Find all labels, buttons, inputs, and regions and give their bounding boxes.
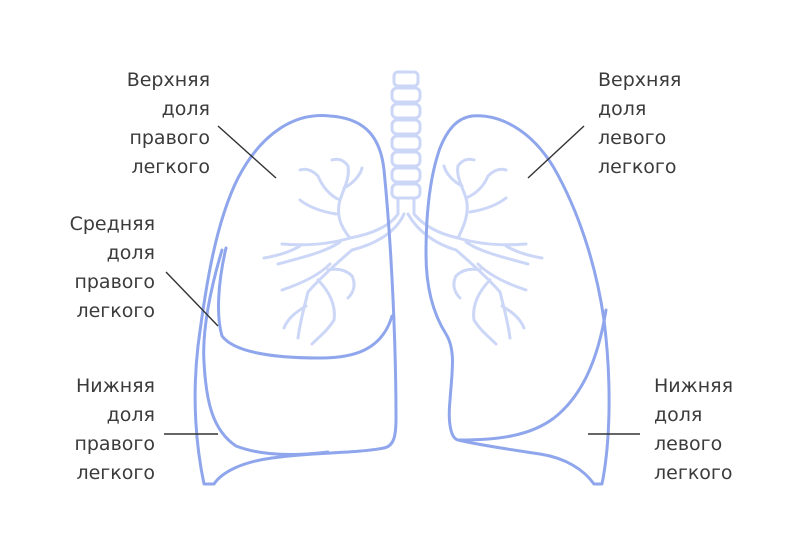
label-left-lower-lobe: Нижняя доля левого легкого: [654, 375, 734, 484]
trachea-ring: [390, 102, 422, 120]
leader-left-upper: [527, 125, 585, 179]
left-main-bronchus: [412, 196, 460, 240]
bronchial-tree: [262, 157, 544, 346]
trachea-ring: [390, 150, 422, 168]
leader-lines: [164, 125, 640, 435]
right-lung-outline: [193, 114, 398, 486]
trachea-ring: [390, 166, 422, 184]
trachea-ring: [390, 134, 422, 152]
label-right-lower-lobe: Нижняя доля правого легкого: [74, 375, 155, 484]
label-left-upper-lobe: Верхняя доля левого легкого: [598, 69, 682, 178]
trachea: [390, 70, 422, 200]
trachea-ring: [390, 86, 422, 104]
label-right-middle-lobe: Средняя доля правого легкого: [69, 213, 155, 322]
right-oblique-fissure: [217, 246, 394, 360]
leader-right-middle: [165, 271, 219, 327]
trachea-ring: [390, 182, 422, 200]
leader-right-upper: [217, 125, 277, 179]
right-upper-branches: [298, 157, 364, 240]
trachea-ring: [392, 70, 420, 88]
left-main-bronchus-lower-edge: [406, 212, 458, 252]
right-lower-branches: [262, 236, 356, 346]
left-upper-branches: [442, 157, 508, 240]
label-right-upper-lobe: Верхняя доля правого легкого: [126, 69, 210, 178]
left-lower-branches: [452, 236, 544, 346]
right-main-bronchus-lower-edge: [350, 212, 406, 252]
right-main-bronchus: [348, 196, 400, 240]
trachea-ring: [390, 118, 422, 136]
left-lung-outline: [424, 114, 611, 486]
left-oblique-fissure: [458, 308, 608, 442]
right-lung: [193, 114, 398, 486]
left-lung: [424, 114, 611, 486]
right-lower-fissure: [202, 248, 330, 456]
